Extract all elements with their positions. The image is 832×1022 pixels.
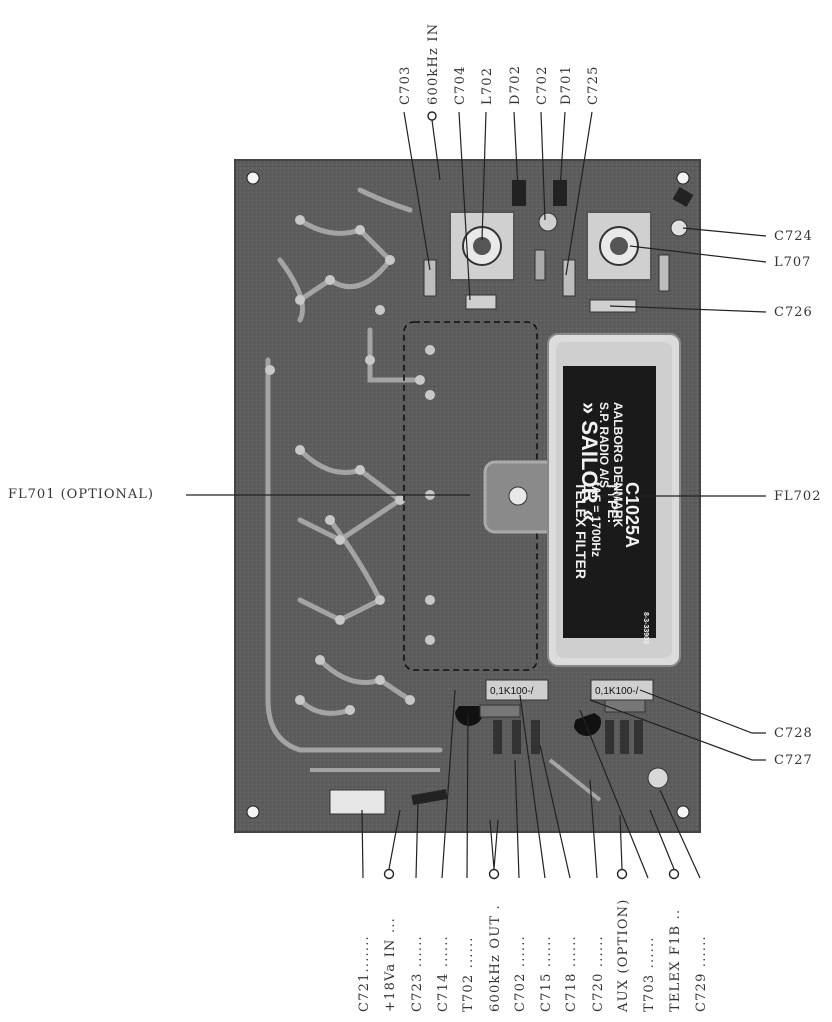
- bottom-label-6: C702 ......: [513, 935, 528, 1012]
- terminal-icon: [668, 868, 680, 880]
- coil-l707: [586, 211, 652, 281]
- solder-pads: [265, 215, 435, 715]
- bottom-label-9: C720 ......: [591, 935, 606, 1012]
- bottom-leader-13: [659, 789, 701, 879]
- right-label-1: L707: [774, 255, 811, 270]
- bottom-leader-2: [415, 799, 419, 879]
- terminal-icon: [616, 868, 628, 880]
- terminal-icon: [427, 111, 437, 121]
- fl701-label: FL701 (OPTIONAL): [8, 487, 154, 502]
- bottom-components: 0,1K100-/ 0,1K100-/: [310, 679, 669, 815]
- bottom-label-12: TELEX F1B ..: [668, 909, 683, 1012]
- top-leader-4: [513, 111, 519, 191]
- top-components: [423, 180, 694, 313]
- terminal-icon: [488, 868, 500, 880]
- right-label-2: C726: [774, 305, 813, 320]
- filter-freq: fAF = 1700Hz: [589, 482, 603, 557]
- bottom-leader-11: [579, 709, 649, 879]
- right-label-4: C728: [774, 726, 813, 741]
- top-leader-7: [565, 111, 593, 276]
- top-leader-3: [481, 111, 487, 241]
- bottom-label-2: C723 ......: [410, 935, 425, 1012]
- top-label-6: D701: [559, 65, 574, 105]
- filter-brand: » SAILOR «: [577, 402, 602, 522]
- bottom-leader-1: [388, 809, 401, 870]
- top-leader-6: [559, 111, 566, 191]
- top-label-0: C703: [398, 65, 413, 105]
- bottom-label-7: C715 ......: [539, 935, 554, 1012]
- filter-type: TYPE:: [605, 482, 621, 523]
- bottom-label-13: C729 ......: [694, 935, 709, 1012]
- cap-marking-left: 0,1K100-/: [490, 686, 534, 697]
- bottom-leader-8: [539, 744, 571, 879]
- right-leader-1: [629, 245, 767, 263]
- bottom-label-3: C714 ......: [436, 935, 451, 1012]
- filter-title: TELEX FILTER: [573, 482, 589, 579]
- top-leader-1: [431, 119, 441, 181]
- bottom-leader-0: [361, 809, 364, 879]
- fl702-filter: [547, 333, 681, 667]
- top-leader-2: [458, 111, 471, 301]
- bottom-label-10: AUX (OPTION): [616, 898, 631, 1013]
- bottom-leader-6: [514, 759, 520, 879]
- terminal-icon: [383, 868, 395, 880]
- bottom-label-0: C721.......: [357, 935, 372, 1012]
- bottom-label-11: T703 ......: [642, 936, 657, 1012]
- right-label-0: C724: [774, 229, 813, 244]
- filter-label: » SAILOR « S.P. RADIO A/S AALBORG DENMAR…: [573, 402, 649, 644]
- bottom-leader-9: [589, 779, 598, 879]
- bottom-leader-4: [466, 714, 469, 879]
- top-label-2: C704: [453, 65, 468, 105]
- bottom-label-8: C718 ......: [564, 935, 579, 1012]
- bottom-leader-7: [519, 694, 546, 879]
- callout-labels: C703 600kHz IN C704 L702 D702 C702 D701 C725FL7…: [8, 23, 821, 1013]
- mounting-holes: [246, 171, 690, 819]
- top-leader-5: [540, 111, 546, 221]
- cap-marking-right: 0,1K100-/: [595, 686, 639, 697]
- top-label-5: C702: [535, 65, 550, 105]
- top-label-7: C725: [586, 65, 601, 105]
- top-label-3: L702: [480, 67, 495, 105]
- top-label-4: D702: [508, 65, 523, 105]
- filter-maker: S.P. RADIO A/S: [597, 402, 611, 488]
- right-label-3: FL702: [774, 489, 821, 504]
- leader-lines: [186, 111, 767, 880]
- bottom-label-5: 600kHz OUT .: [488, 904, 503, 1012]
- right-leader-2: [609, 305, 767, 313]
- right-leader-4: [639, 689, 766, 734]
- bottom-label-4: T702 ......: [461, 936, 476, 1012]
- filter-serial: 8-3-33903: [642, 612, 649, 644]
- right-leader-0: [682, 227, 767, 237]
- filter-model: C1025A: [622, 482, 642, 548]
- bottom-leader-5-b: [493, 819, 499, 870]
- bottom-leader-10: [619, 814, 623, 870]
- bottom-leader-3: [441, 689, 456, 879]
- right-label-5: C727: [774, 753, 813, 768]
- bottom-label-1: +18Va IN ...: [383, 917, 398, 1012]
- top-label-1: 600kHz IN: [426, 23, 441, 105]
- bottom-leader-12: [649, 809, 675, 870]
- bottom-leader-5: [489, 819, 495, 870]
- top-leader-0: [403, 111, 431, 271]
- right-leader-5: [589, 699, 766, 761]
